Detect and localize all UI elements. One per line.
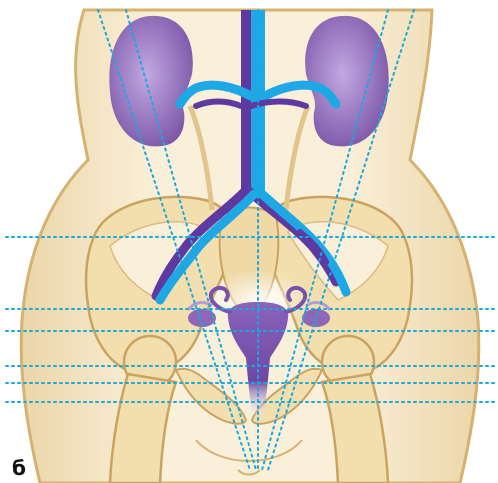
panel-label: б bbox=[12, 458, 26, 478]
right-kidney bbox=[305, 16, 388, 146]
aorta bbox=[241, 10, 251, 196]
left-kidney bbox=[109, 16, 192, 146]
